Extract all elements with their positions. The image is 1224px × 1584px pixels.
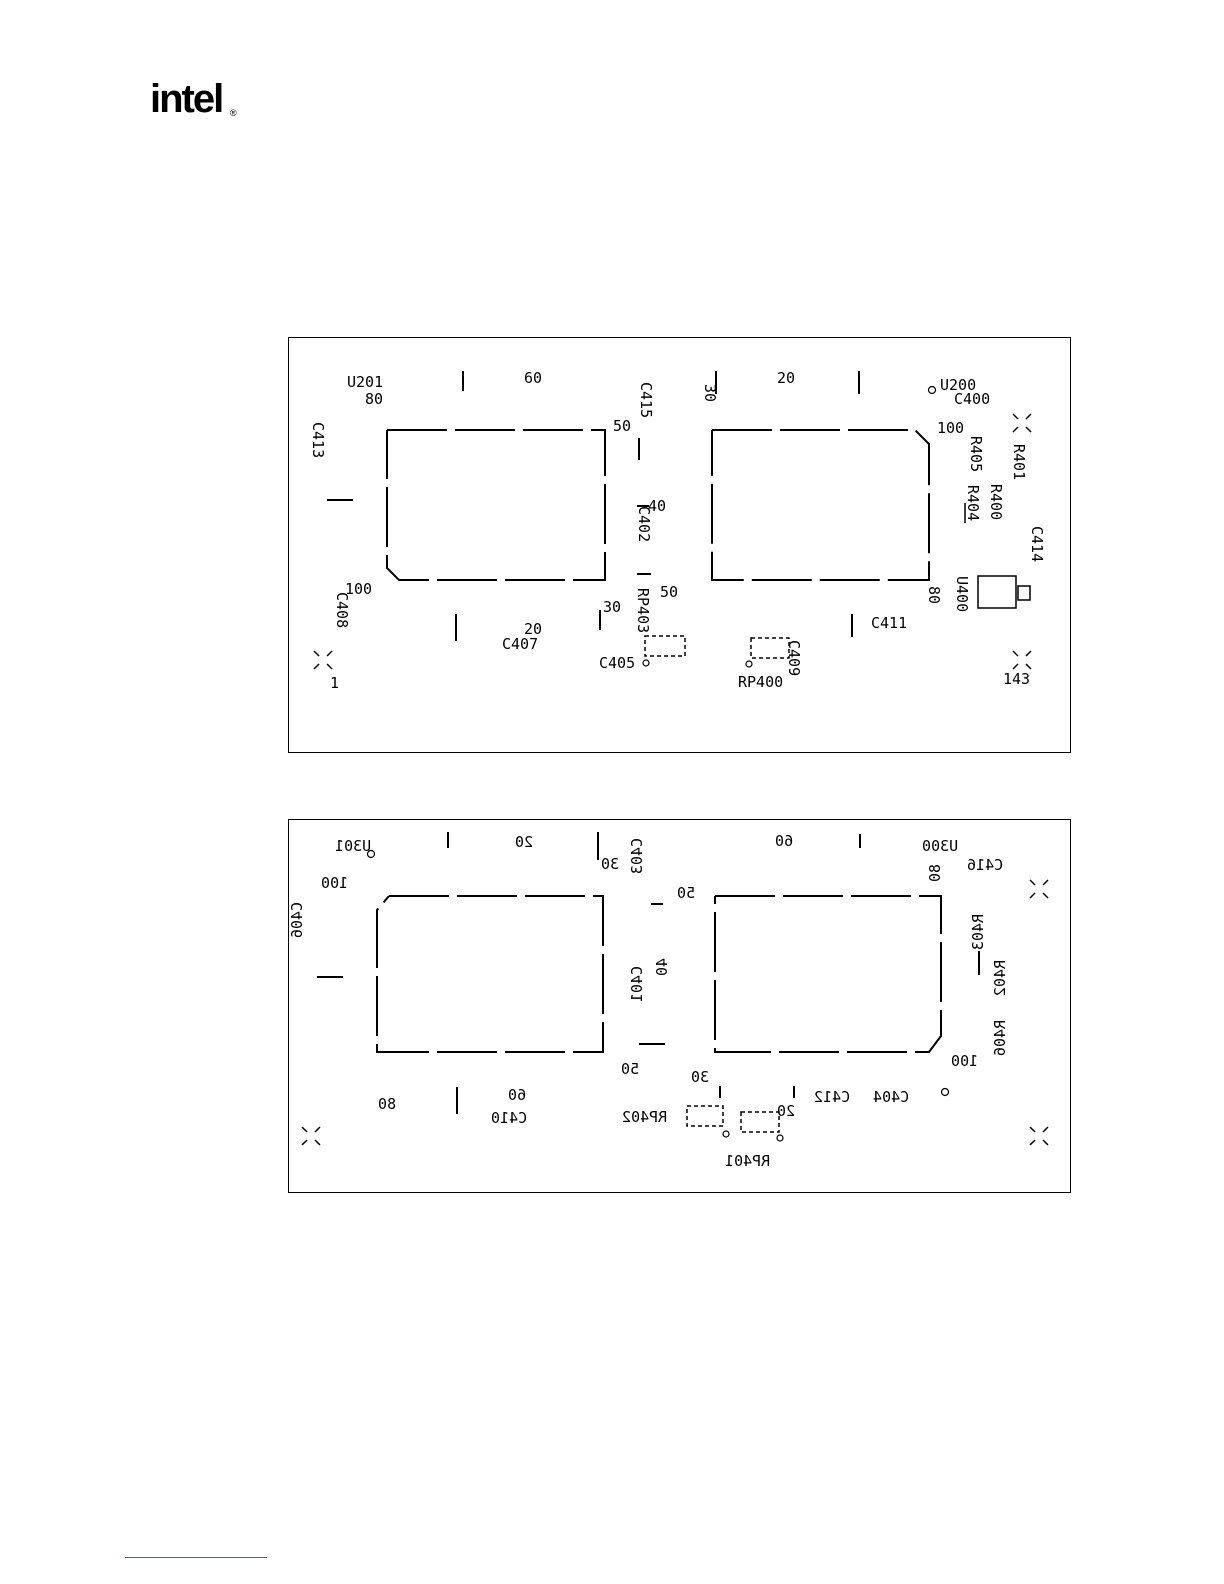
c415-label: C415 <box>637 382 655 418</box>
r405-label: R405 <box>967 436 985 472</box>
pin-label: 80 <box>925 586 943 604</box>
bottom-silkscreen-diagram: U301 100 20 30 50 60 80 C410 U300 60 C41… <box>289 820 1070 1192</box>
pin-label: 30 <box>601 855 619 873</box>
footer-rule <box>125 1557 267 1558</box>
c402-label: C402 <box>635 506 653 542</box>
rp400-label: RP400 <box>738 673 783 691</box>
fiducial-mark <box>1013 414 1031 432</box>
pin-label: 30 <box>691 1068 709 1086</box>
pin-label: 100 <box>951 1052 978 1070</box>
registered-mark: ® <box>230 108 237 118</box>
rp401-label: RP401 <box>725 1152 770 1170</box>
c409-label: C409 <box>785 640 803 676</box>
fiducial-mark <box>1030 880 1048 898</box>
c404-label: C404 <box>873 1088 909 1106</box>
fiducial-mark <box>1013 651 1031 669</box>
pin-label: 80 <box>378 1095 396 1113</box>
pin-label: 50 <box>660 583 678 601</box>
pin-label: 60 <box>524 369 542 387</box>
rp402-pad <box>687 1106 723 1126</box>
r403-label: R403 <box>969 914 987 950</box>
u400-label: U400 <box>953 576 971 612</box>
r402-label: R402 <box>991 960 1009 996</box>
u301-label: U301 <box>335 837 371 855</box>
c406-label: C406 <box>289 902 306 938</box>
c400-label: C400 <box>954 390 990 408</box>
rp401-pin1-dot <box>777 1135 783 1141</box>
u300-outline <box>715 896 941 1052</box>
rp400-pad <box>751 638 789 658</box>
c411-label: C411 <box>871 614 907 632</box>
rp403-label: RP403 <box>634 588 652 633</box>
r406-label: R406 <box>991 1020 1009 1056</box>
intel-logo-text: intel <box>150 78 222 121</box>
pin-label: 80 <box>926 864 944 882</box>
u301-outline <box>377 896 603 1052</box>
pin-label: 60 <box>508 1086 526 1104</box>
c416-label: C416 <box>967 856 1003 874</box>
u201-label: U201 <box>347 373 383 391</box>
top-silkscreen-panel: U201 80 60 50 100 30 20 40 U200 C400 20 … <box>288 337 1071 753</box>
pin-label: 50 <box>621 1060 639 1078</box>
r404-label: R404 <box>964 485 982 521</box>
pin-label: 60 <box>775 832 793 850</box>
c403-label: C403 <box>628 838 646 874</box>
pin-label: 20 <box>777 1102 795 1120</box>
bottom-silkscreen-panel: U301 100 20 30 50 60 80 C410 U300 60 C41… <box>288 819 1071 1193</box>
u300-pin1-dot <box>942 1089 949 1096</box>
pin-label: 30 <box>603 598 621 616</box>
fiducial-mark <box>314 651 332 669</box>
pin-label: 50 <box>613 417 631 435</box>
c413-label: C413 <box>309 422 327 458</box>
r401-label: R401 <box>1010 444 1028 480</box>
u400-outline <box>978 576 1016 608</box>
u400-pin-marker <box>1018 586 1030 600</box>
fiducial-mark <box>1030 1127 1048 1145</box>
c410-label: C410 <box>491 1109 527 1127</box>
rp402-pin1-dot <box>723 1131 729 1137</box>
u201-outline <box>387 430 605 580</box>
pin-label: 50 <box>677 884 695 902</box>
rp401-pad <box>741 1112 779 1132</box>
u200-pin1-dot <box>929 387 936 394</box>
c401-label: C401 <box>628 966 646 1002</box>
pin-label: 143 <box>1003 670 1030 688</box>
fiducial-mark <box>302 1127 320 1145</box>
r400-label: R400 <box>987 484 1005 520</box>
c412-label: C412 <box>814 1088 850 1106</box>
u300-label: U300 <box>922 837 958 855</box>
intel-logo: intel ® <box>150 78 250 130</box>
rp402-label: RP402 <box>622 1108 667 1126</box>
pin-label: 100 <box>937 419 964 437</box>
c414-label: C414 <box>1028 526 1046 562</box>
c407-label: C407 <box>502 635 538 653</box>
pin-label: 20 <box>515 833 533 851</box>
rp403-pad <box>645 636 685 656</box>
c405-label: C405 <box>599 654 635 672</box>
pin-label: 80 <box>365 390 383 408</box>
pin-label: 20 <box>777 369 795 387</box>
pin-label: 100 <box>321 874 348 892</box>
rp403-pin1-dot <box>643 660 649 666</box>
pin-label: 1 <box>330 674 339 692</box>
pin-label: 30 <box>701 384 719 402</box>
u200-outline <box>712 430 929 580</box>
top-silkscreen-diagram: U201 80 60 50 100 30 20 40 U200 C400 20 … <box>289 338 1070 752</box>
pin-label: 40 <box>653 958 671 976</box>
c408-label: C408 <box>333 592 351 628</box>
rp400-pin1-dot <box>746 661 752 667</box>
